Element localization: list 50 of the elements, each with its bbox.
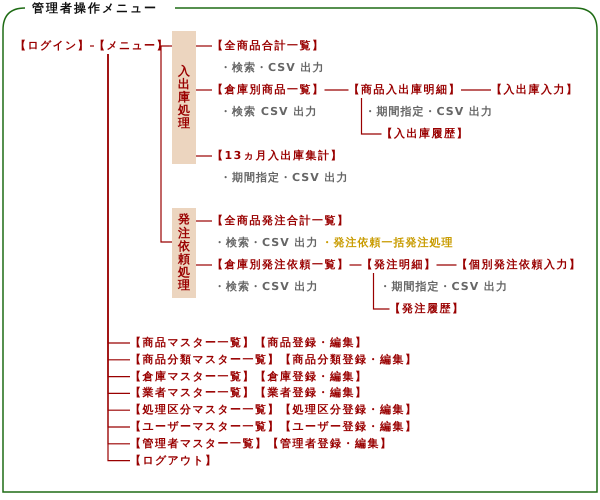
feature-note: ・検索 CSV 出力: [220, 105, 318, 118]
connector-line: [461, 89, 491, 91]
connector-line: [160, 45, 172, 243]
connector-line: [196, 220, 212, 222]
menu-item: 【ユーザー登録・編集】: [280, 420, 418, 433]
menu-item: 【商品分類マスター一覧】: [130, 352, 280, 366]
feature-note: ・検索・CSV 出力: [220, 61, 325, 74]
connector-line: [196, 155, 212, 157]
connector-line: [372, 273, 390, 310]
menu-item: 【商品入出庫明細】: [348, 82, 461, 98]
connector-line: [324, 89, 348, 91]
menu-item: 【倉庫別商品一覧】: [212, 82, 324, 98]
feature-note: ・期間指定・CSV 出力: [364, 105, 494, 118]
menu-item: 【管理者登録・編集】: [268, 436, 392, 450]
feature-note: ・検索・CSV 出力: [214, 280, 319, 293]
feature-note: ・期間指定・CSV 出力: [380, 280, 508, 293]
menu-item: 【管理者マスター一覧】: [130, 436, 268, 450]
menu-item: 【倉庫登録・編集】: [255, 370, 368, 383]
menu-item: 【業者登録・編集】: [255, 386, 368, 400]
menu-item: 【商品マスター一覧】: [130, 336, 255, 349]
menu-item: 【入出庫履歴】: [382, 126, 469, 142]
menu-item: 【ログアウト】: [130, 452, 218, 469]
menu-item: 【個別発注依頼入力】: [456, 257, 582, 273]
menu-item: 【発注明細】: [362, 257, 436, 273]
menu-item: 【商品登録・編集】: [255, 336, 368, 349]
menu-item: 【発注履歴】: [390, 301, 464, 317]
connector-line: [90, 45, 94, 47]
connector-line: [436, 264, 456, 266]
menu-item: 【全商品合計一覧】: [212, 38, 324, 54]
menu-item: 【処理区分マスター一覧】: [130, 403, 280, 416]
category-band: 入出庫処理: [172, 31, 196, 164]
feature-note: ・検索・CSV 出力: [214, 236, 319, 249]
menu-item: 【全商品発注合計一覧】: [212, 213, 350, 229]
connector-line: [196, 89, 212, 91]
connector-line: [360, 98, 382, 135]
menu-item: 【業者マスター一覧】: [130, 386, 255, 400]
menu-item: 【13ヵ月入出庫集計】: [212, 148, 343, 164]
feature-note: ・期間指定・CSV 出力: [220, 171, 349, 184]
menu-item: 【ユーザーマスター一覧】: [130, 420, 280, 433]
menu-item: 【処理区分登録・編集】: [280, 403, 418, 416]
connector-line: [196, 264, 212, 266]
connector-line: [350, 264, 362, 266]
menu-item: 【ログイン】: [15, 38, 90, 54]
category-band: 発注依頼処理: [172, 208, 196, 298]
menu-item: 【倉庫マスター一覧】: [130, 370, 255, 383]
menu-item: 【商品分類登録・編集】: [280, 352, 418, 366]
action-note: ・発注依頼一括発注処理: [322, 236, 454, 249]
connector-line: [196, 45, 212, 47]
menu-item: 【倉庫別発注依頼一覧】: [212, 257, 350, 273]
menu-item: 【入出庫入力】: [491, 82, 578, 98]
